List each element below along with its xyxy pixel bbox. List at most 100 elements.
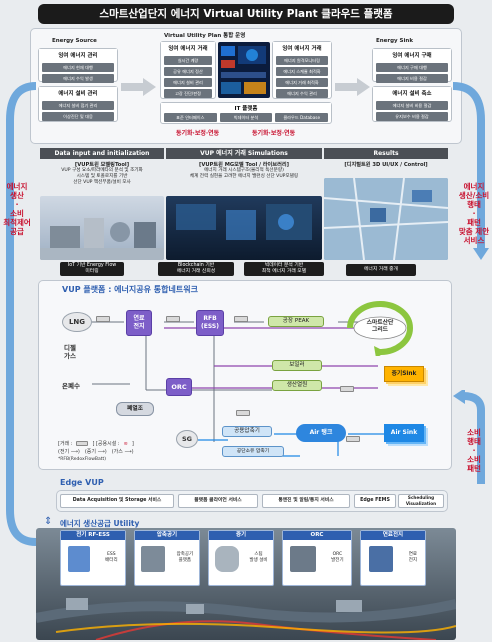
node-sg: SG: [176, 430, 198, 448]
platform-right-box: 잉여 에너지 거래 에너지 원격모니터링 에너지 스케쥴 최적화 에너지 거래 …: [272, 41, 332, 99]
list-item: 에너지 거래 최적화: [276, 78, 328, 87]
side-label-right-bottom: 소비 행태 · 소비 패턴: [458, 428, 490, 473]
caption-line: 에너지 거래 중개: [364, 267, 398, 272]
node-text: 디젤: [64, 344, 76, 352]
energy-sink-label: Energy Sink: [376, 38, 413, 44]
desc-line: 시스템 및 토폴로지를 기반: [76, 174, 128, 179]
side-label-left-top: 에너지 생산 · 소비 최적제어 공급: [0, 182, 34, 236]
wifi-icon: ≋: [123, 441, 128, 447]
legend-text: (가스 ⟶): [111, 449, 134, 455]
node-smartgrid: 스마트산단 그리드: [340, 300, 420, 356]
edge-service-data: Data Acquisition 및 Storage 서비스: [60, 494, 174, 508]
caption-line: 최적 에너지 거래 모델: [261, 269, 307, 274]
side-text: 에너지: [463, 182, 485, 191]
platform-label: Virtual Utility Plan 통합 운영: [164, 33, 246, 39]
meter-icon: [236, 410, 250, 416]
utility-title: 에너지 생산공급 Utility: [60, 519, 140, 528]
caption-line: 에너지 거래 신뢰성: [176, 269, 216, 274]
side-text: ·: [472, 209, 476, 218]
desc-line: 체계 전력 실현을 고려한 에너지 밸런싱 선단 VUP모델링: [189, 174, 299, 179]
node-steam-heat: 생산열원: [272, 380, 322, 391]
side-text: 패턴: [467, 218, 481, 227]
node-diesel: 디젤 가스: [64, 344, 76, 360]
desc-line: 에너지 거래 시스템구조(물리적 독선분량): [204, 168, 284, 173]
node-text: 전지: [133, 323, 145, 330]
side-text: 소비: [467, 428, 481, 437]
node-text: 연료: [133, 315, 145, 322]
generator-icon: [290, 546, 317, 572]
energy-source-box-1: 잉여 에너지 관리 에너지 현재 대행 에너지 수익 발생: [38, 48, 118, 83]
side-text: 행태: [467, 200, 481, 209]
simulation-image: [166, 196, 322, 260]
utility-card-head: 압축공기: [135, 531, 199, 540]
node-air-tank: Air 탱크: [296, 424, 346, 442]
side-text: 최적제어: [3, 218, 31, 227]
side-text: 패턴: [467, 464, 481, 473]
node-lng: LNG: [62, 312, 92, 332]
factory-image: [40, 196, 164, 260]
sync-label-1: 동기화·보정·연동: [176, 130, 220, 137]
list-item: 에너지 설비 비용 절감: [376, 101, 448, 110]
side-text: 에너지: [6, 182, 28, 191]
edge-service-scheduling: Scheduling Visualization: [398, 494, 444, 508]
legend-text: ] [공용시설 :: [92, 441, 120, 447]
arrow-icon: [121, 78, 157, 98]
compressor-icon: [140, 546, 165, 572]
list-item: 에너지 현재 대행: [42, 63, 114, 72]
node-steam-sink: 증기Sink: [384, 366, 424, 382]
side-text: 서비스: [463, 236, 485, 245]
caption-line: 미터링: [85, 269, 99, 274]
meter-icon: [166, 316, 180, 322]
fuelcell-icon: [368, 546, 393, 572]
meter-icon: [96, 316, 110, 322]
energy-source-box-2-title: 에너지 설비 관리: [39, 87, 117, 99]
list-item: 에너지 구매 대행: [376, 63, 448, 72]
utility-card-head: 증기: [209, 531, 273, 540]
legend-text: [거래 :: [58, 441, 73, 447]
list-item: 빅데이터 분석: [219, 113, 273, 122]
legend-text: ]: [131, 441, 134, 447]
list-item: 공유 에너지 정산: [164, 67, 212, 76]
node-wasteheat: 폐열조: [116, 402, 154, 416]
utility-card-orc: ORC ORC 발전기: [282, 530, 352, 586]
side-text: 생산/소비: [458, 191, 490, 200]
legend-meter-icon: [76, 441, 89, 446]
section-head-results: Results: [324, 148, 448, 159]
energy-source-label: Energy Source: [52, 38, 97, 44]
network-title: VUP 플랫폼 : 에너지공유 통합네트워크: [62, 285, 198, 294]
caption-bigdata: 빅데이터 분석 기반 최적 에너지 거래 모델: [244, 262, 324, 276]
list-item: 에너지 수익 발생: [42, 74, 114, 83]
node-text: (ESS): [201, 323, 219, 330]
list-item: 에너지 수익 관리: [276, 89, 328, 98]
utility-card-head: 전기 RF-ESS: [61, 531, 125, 540]
utility-item: ESS: [107, 552, 116, 557]
utility-card-ess: 전기 RF-ESS ESS 배터리: [60, 530, 126, 586]
node-text: RFB: [203, 315, 217, 322]
energy-sink-box-1: 잉여 에너지 구매 에너지 구매 대행 에너지 비용 절감: [372, 48, 452, 83]
utility-card-steam: 증기 스팀 발생 설비: [208, 530, 274, 586]
caption-line: IoT 기반 Energy Flow: [67, 263, 117, 268]
utility-item: 플랫폼: [178, 558, 192, 563]
meter-icon: [234, 316, 248, 322]
platform-right-title: 잉여 에너지 거래: [273, 42, 331, 54]
platform-left-title: 잉여 에너지 거래: [161, 42, 215, 54]
utility-item: ORC: [332, 552, 343, 557]
list-item: 고장 진단/판정: [164, 89, 212, 98]
it-platform-box: IT 플랫폼 표준 인터페이스 빅데이터 분석 클라우드 Database: [160, 102, 332, 124]
list-item: 클라우드 Database: [275, 113, 329, 122]
list-item: 에너지 스케쥴 최적화: [276, 67, 328, 76]
section-desc-results: [디지털트윈 3D UI/UX / Control]: [324, 162, 448, 168]
utility-item: 발생 설비: [249, 558, 268, 563]
sync-label-2: 동기화·보정·연동: [252, 130, 296, 137]
meter-icon: [340, 386, 354, 392]
arrow-icon: [335, 78, 371, 98]
edge-service-fems: Edge FEMS: [354, 494, 396, 508]
list-item: 에너지 설비 관리: [164, 78, 212, 87]
node-air-sink: Air Sink: [384, 424, 424, 442]
utility-card-head: ORC: [283, 531, 351, 540]
side-text: 공급: [10, 227, 24, 236]
list-item: 에너지 설비 점기 관리: [42, 101, 114, 110]
caption-brokerage: 에너지 거래 중개: [346, 264, 416, 276]
dashboard-image: [218, 42, 270, 98]
section-desc-data: [VUP트윈 모델링Tool] VUP 구성 요소/파라메타의 분석 및 조기화…: [40, 162, 164, 186]
